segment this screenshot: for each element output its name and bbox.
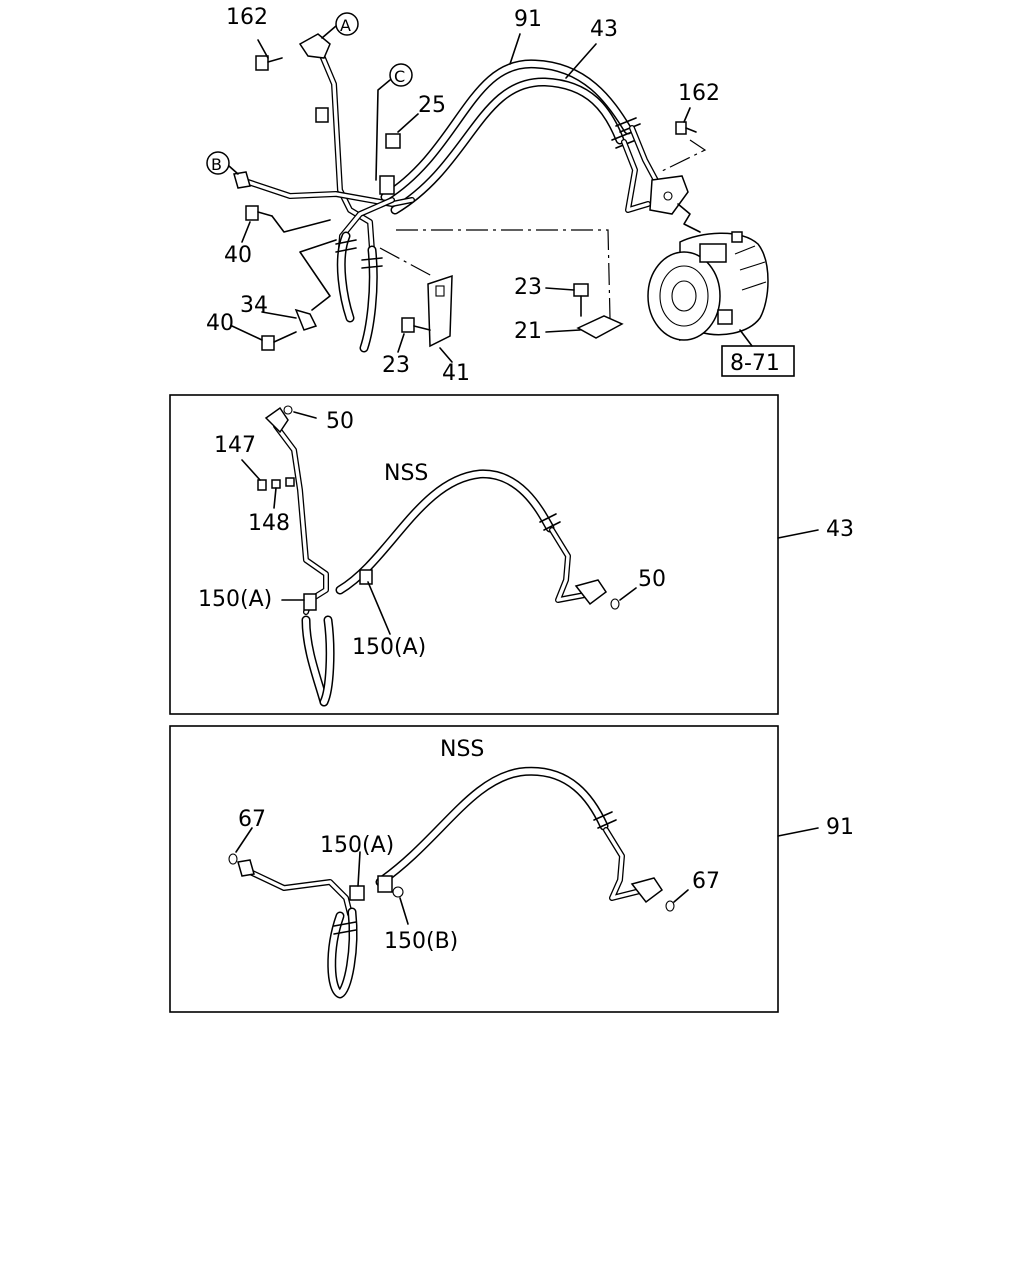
- bolt-162-right-icon: [675, 121, 697, 135]
- o-ring-67-right: [665, 900, 675, 912]
- nut-25-icon: [385, 133, 401, 149]
- label-162-left: 162: [226, 5, 268, 30]
- clamp-150a-91: [349, 885, 365, 901]
- label-91-top: 91: [514, 7, 542, 32]
- label-147: 147: [214, 433, 256, 458]
- assembly-91-panel: 91 NSS 67 150(A) 67 150(B): [169, 725, 854, 1013]
- callout-b: B: [206, 151, 239, 175]
- bolt-23-right-icon: [573, 283, 589, 317]
- label-150a-left: 150(A): [198, 587, 272, 612]
- ref-box: [721, 345, 795, 377]
- callout-c: C: [375, 63, 413, 181]
- callout-a: A: [321, 12, 359, 39]
- label-162-right: 162: [678, 81, 720, 106]
- assembly-43-panel: 43 50 147: [169, 394, 854, 715]
- box-43-frame: [169, 394, 779, 715]
- bolt-40-lower-icon: [261, 331, 297, 351]
- label-25: 25: [418, 93, 446, 118]
- nut-small-icon: [315, 107, 329, 123]
- label-23-right: 23: [514, 275, 542, 300]
- clamp-block: [379, 175, 395, 195]
- svg-text:C: C: [394, 67, 405, 86]
- box-43-label: 43: [826, 517, 854, 542]
- label-50-top: 50: [326, 409, 354, 434]
- bracket-41: [427, 274, 453, 348]
- label-67-right: 67: [692, 869, 720, 894]
- label-40-lower: 40: [206, 311, 234, 336]
- svg-text:B: B: [211, 155, 222, 174]
- hose-91-nss: [375, 766, 609, 887]
- bolt-162-left-icon: [255, 55, 283, 71]
- label-nss-43: NSS: [384, 461, 428, 486]
- bolt-23-center-icon: [401, 317, 431, 333]
- label-67-left: 67: [238, 807, 266, 832]
- top-assembly: 8-71 A B: [206, 5, 795, 386]
- label-150a-91: 150(A): [320, 833, 394, 858]
- svg-text:A: A: [340, 16, 351, 35]
- label-148: 148: [248, 511, 290, 536]
- o-ring-50-right: [610, 598, 620, 610]
- clamp-150a-bottom: [359, 569, 373, 585]
- o-ring-50-top: [283, 405, 293, 415]
- label-50-right: 50: [638, 567, 666, 592]
- o-ring-67-left: [228, 853, 238, 865]
- bracket-21: [576, 315, 624, 339]
- box-91-frame: [169, 725, 779, 1013]
- label-nss-91: NSS: [440, 737, 484, 762]
- ref-label: 8-71: [730, 351, 780, 376]
- label-43-top: 43: [590, 17, 618, 42]
- pipe-a-flange: [298, 33, 331, 59]
- clamp-150a-left: [303, 593, 317, 611]
- label-150a-bottom: 150(A): [352, 635, 426, 660]
- label-23-center: 23: [382, 353, 410, 378]
- bolt-40-upper-icon: [245, 205, 273, 221]
- label-41: 41: [442, 361, 470, 386]
- clamp-150b-91: [377, 875, 393, 893]
- box-91-label: 91: [826, 815, 854, 840]
- part-148-icon: [271, 479, 281, 489]
- clip-34-icon: [294, 308, 318, 331]
- label-34: 34: [240, 293, 268, 318]
- part-147-icon: [257, 479, 267, 491]
- compressor-icon: [647, 231, 769, 342]
- label-40-upper: 40: [224, 243, 252, 268]
- label-150b-91: 150(B): [384, 929, 458, 954]
- label-21: 21: [514, 319, 542, 344]
